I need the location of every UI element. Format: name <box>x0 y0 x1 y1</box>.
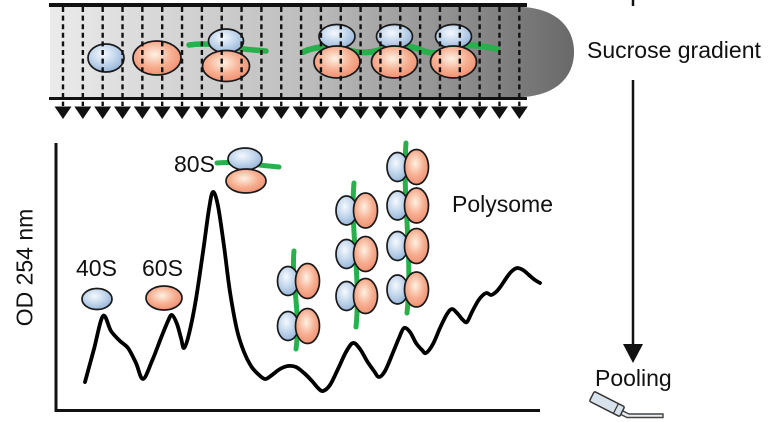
fraction-arrowhead <box>153 106 171 119</box>
fraction-arrowhead <box>54 106 72 119</box>
fraction-arrowhead <box>272 106 290 119</box>
disome-mrna-strand <box>290 248 300 352</box>
trisome-unit2-red-ellipse <box>352 235 379 273</box>
polysome-label: Polysome <box>452 191 553 217</box>
fraction-arrowhead <box>312 106 330 119</box>
poly2-large-red-ellipse <box>370 45 419 79</box>
tetrasome-unit2-red-ellipse <box>403 187 430 224</box>
40S-subunit-blue-ellipse <box>81 287 113 311</box>
collection-arrow <box>623 0 643 363</box>
peak-40s-label: 40S <box>76 255 117 281</box>
peak-60s-label: 60S <box>142 255 183 281</box>
80S-large-red-ellipse <box>225 168 267 194</box>
tetrasome-unit3-red-ellipse <box>403 227 430 265</box>
fraction-arrowhead <box>490 106 508 119</box>
fraction-arrowhead <box>471 106 489 119</box>
fraction-arrowhead <box>173 106 191 119</box>
fraction-arrowhead <box>114 106 132 119</box>
tetrasome-unit4-red-ellipse <box>403 271 430 308</box>
pooling-label: Pooling <box>595 365 672 391</box>
disome-unit2-red-ellipse <box>294 307 321 345</box>
fraction-arrowhead <box>371 106 389 119</box>
ribosomes-in-plot <box>81 147 430 345</box>
80S-large-red-ellipse <box>201 49 251 83</box>
80S-small-blue-ellipse <box>207 28 245 54</box>
fraction-arrowhead <box>411 106 429 119</box>
80S-small-blue-ellipse <box>227 147 263 171</box>
fraction-lines <box>54 7 528 119</box>
fraction-arrowhead <box>431 106 449 119</box>
pooling-needle-icon <box>589 391 664 419</box>
fraction-arrowhead <box>252 106 270 119</box>
plot-axes <box>54 143 540 412</box>
trisome-unit1-red-ellipse <box>352 192 379 229</box>
fraction-arrowhead <box>74 106 92 119</box>
fraction-arrowhead <box>451 106 469 119</box>
fraction-arrowhead <box>332 106 350 119</box>
tetrasome-unit1-red-ellipse <box>403 148 430 186</box>
disome-unit1-red-ellipse <box>294 262 321 300</box>
y-axis-label: OD 254 nm <box>4 160 46 374</box>
fraction-arrowhead <box>193 106 211 119</box>
poly3-large-red-ellipse <box>429 45 478 79</box>
sucrose-gradient-label: Sucrose gradient <box>587 37 761 63</box>
60S-subunit-red-ellipse <box>132 40 182 76</box>
fraction-arrowhead <box>352 106 370 119</box>
peak-80s-label: 80S <box>174 151 215 177</box>
fraction-arrowhead <box>94 106 112 119</box>
fraction-arrowhead <box>292 106 310 119</box>
60S-subunit-red-ellipse <box>145 285 183 311</box>
poly1-small-blue-ellipse <box>318 23 356 50</box>
y-axis-label-text: OD 254 nm <box>11 208 38 326</box>
40S-subunit-blue-ellipse <box>87 43 125 73</box>
fraction-arrowhead <box>391 106 409 119</box>
od-absorbance-curve <box>83 190 542 393</box>
fraction-arrowhead <box>233 106 251 119</box>
fraction-arrowhead <box>213 106 231 119</box>
fraction-arrowhead <box>510 106 528 119</box>
poly2-small-blue-ellipse <box>375 23 414 50</box>
trisome-unit3-red-ellipse <box>352 277 379 315</box>
fraction-arrowhead <box>133 106 151 119</box>
